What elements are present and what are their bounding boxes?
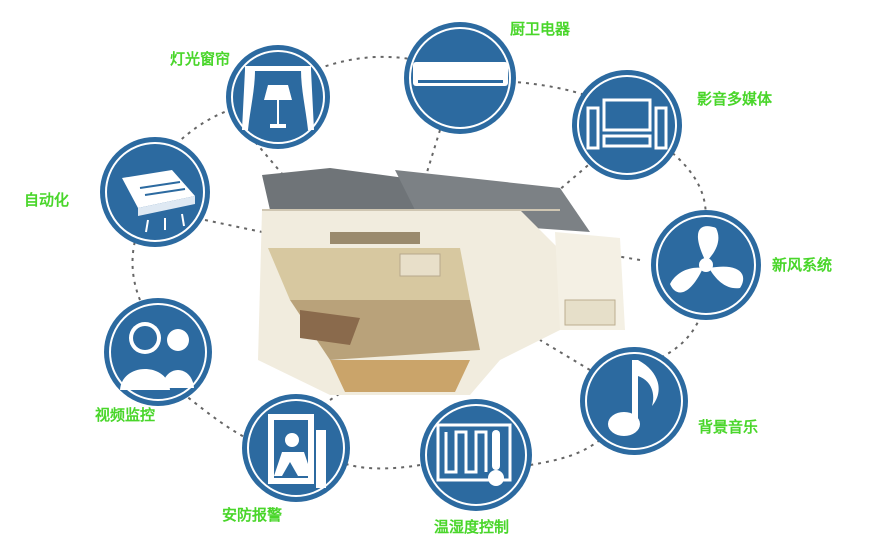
label-automation: 自动化 bbox=[24, 191, 69, 209]
node-media[interactable]: 影音多媒体 bbox=[572, 70, 773, 180]
tv-speakers-icon bbox=[586, 98, 668, 150]
label-media: 影音多媒体 bbox=[697, 90, 773, 108]
lamp-curtain-icon bbox=[242, 66, 314, 130]
node-music[interactable]: 背景音乐 bbox=[580, 347, 758, 455]
label-lighting: 灯光窗帘 bbox=[170, 50, 230, 68]
air-conditioner-icon bbox=[413, 62, 508, 86]
node-security[interactable]: 安防报警 bbox=[222, 394, 350, 524]
label-climate: 温湿度控制 bbox=[434, 518, 509, 536]
node-kitchen[interactable]: 厨卫电器 bbox=[404, 20, 571, 134]
intruder-alarm-icon bbox=[268, 414, 326, 488]
node-ventilation[interactable]: 新风系统 bbox=[651, 210, 832, 320]
thermometer-heater-icon bbox=[436, 423, 512, 486]
fan-icon bbox=[670, 226, 744, 293]
label-ventilation: 新风系统 bbox=[772, 256, 832, 274]
label-security: 安防报警 bbox=[222, 506, 282, 524]
music-note-icon bbox=[608, 360, 659, 436]
label-cctv: 视频监控 bbox=[95, 406, 155, 424]
node-lighting[interactable]: 灯光窗帘 bbox=[170, 45, 330, 149]
node-cctv[interactable]: 视频监控 bbox=[95, 298, 212, 424]
ceiling-ac-icon bbox=[122, 170, 195, 233]
house-cutaway-icon bbox=[258, 168, 625, 395]
label-music: 背景音乐 bbox=[698, 418, 758, 436]
node-automation[interactable]: 自动化 bbox=[24, 137, 210, 247]
label-kitchen: 厨卫电器 bbox=[510, 20, 571, 38]
people-surveillance-icon bbox=[120, 322, 194, 390]
node-climate[interactable]: 温湿度控制 bbox=[420, 399, 532, 536]
